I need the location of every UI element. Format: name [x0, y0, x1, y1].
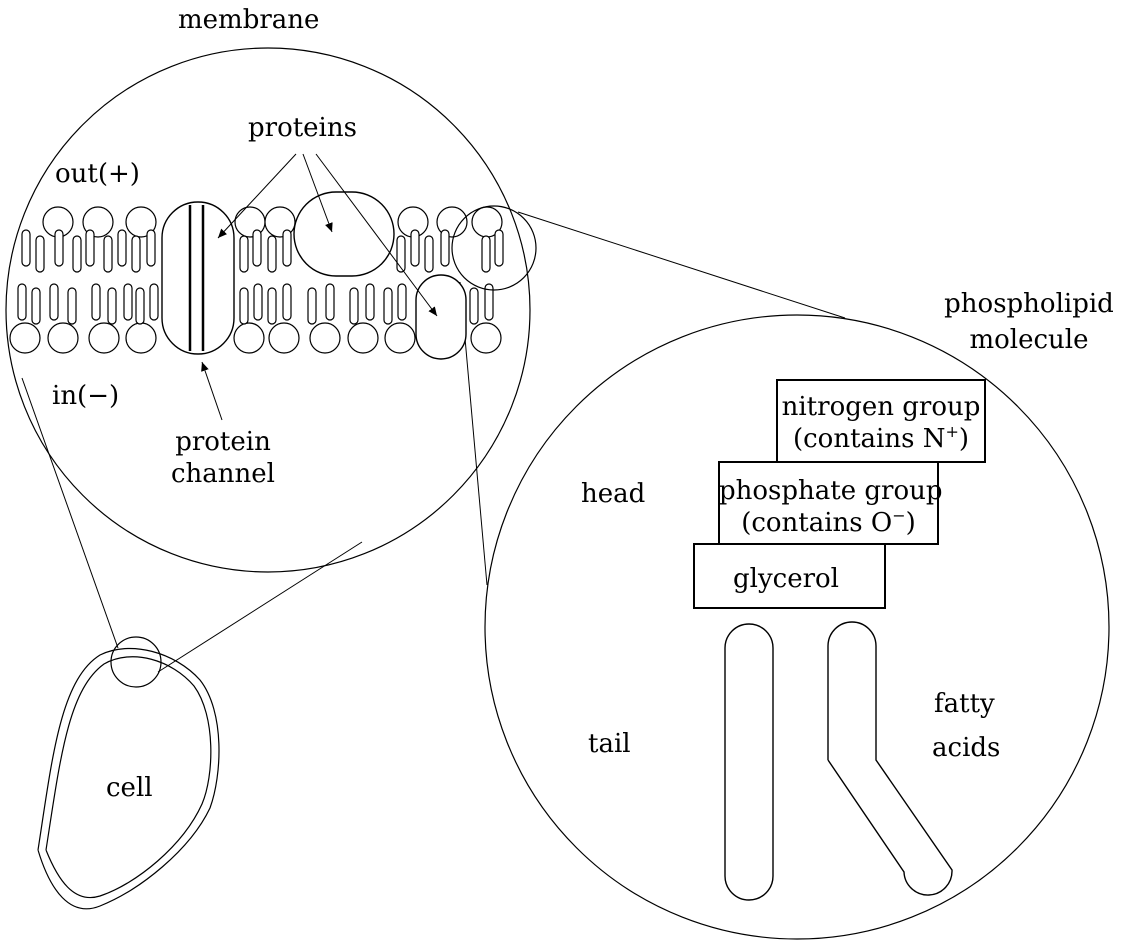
outer-protein — [293, 191, 395, 277]
protein-channel-arrow — [201, 361, 223, 421]
lipid-tail-upper — [239, 235, 249, 273]
phosphate-group-text: phosphate group (contains O−) — [719, 475, 943, 539]
glycerol-box — [693, 543, 886, 609]
lipid-tail-upper — [267, 235, 277, 273]
lipid-tail-lower — [325, 283, 335, 321]
lipid-tail-lower — [307, 287, 317, 325]
lipid-head-lower — [125, 322, 157, 354]
straight-tail — [724, 623, 774, 901]
glycerol-label: glycerol — [733, 564, 839, 594]
bent-tail — [827, 621, 953, 896]
proteins-label: proteins — [248, 113, 357, 143]
lipid-tail-lower — [149, 283, 159, 321]
nitrogen-line1: nitrogen group — [781, 392, 981, 422]
phosphate-line2: (contains O−) — [719, 507, 938, 539]
phosphate-line1: phosphate group — [719, 476, 943, 506]
lipid-tail-upper — [117, 229, 127, 267]
lipid-tail-upper — [103, 235, 113, 273]
lipid-tail-upper — [494, 229, 504, 267]
lipid-tail-lower — [31, 287, 41, 325]
lipid-tail-upper — [35, 235, 45, 273]
lipid-tail-lower — [123, 283, 133, 321]
phospholipid-zoom-circle — [484, 314, 1110, 940]
lipid-head-lower — [470, 322, 502, 354]
lipid-tail-upper — [21, 229, 31, 267]
lipid-tail-upper — [282, 229, 292, 267]
nitrogen-line2: (contains N+) — [777, 423, 985, 455]
lipid-tail-upper — [54, 229, 64, 267]
lipid-head-upper — [125, 206, 157, 238]
lipid-tail-lower — [135, 287, 145, 325]
lipid-tail-lower — [397, 283, 407, 321]
phosphate-line2-suffix: ) — [905, 508, 916, 538]
lipid-tail-upper — [252, 229, 262, 267]
lipid-bilayer — [9, 206, 504, 354]
lipid-tail-upper — [440, 229, 450, 267]
phospholipid-line2: molecule — [969, 325, 1089, 355]
cell-label: cell — [106, 773, 153, 803]
nitrogen-line2-prefix: (contains N — [792, 424, 946, 454]
lipid-tail-lower — [282, 283, 292, 321]
nitrogen-charge: + — [945, 422, 959, 441]
membrane-label: membrane — [178, 5, 320, 35]
lipid-head-lower — [9, 322, 41, 354]
lipid-tail-upper — [410, 229, 420, 267]
lipid-tail-lower — [469, 287, 479, 325]
lipid-tail-lower — [239, 287, 249, 325]
lipid-head-lower — [88, 322, 120, 354]
cell-zoom-circle — [110, 636, 162, 688]
lipid-tail-upper — [481, 235, 491, 273]
lipid-tail-lower — [253, 283, 263, 321]
protein-channel-line1: protein — [175, 427, 271, 457]
lipid-tail-lower — [383, 287, 393, 325]
lipid-tail-lower — [67, 287, 77, 325]
phosphate-group-box — [718, 461, 939, 545]
lipid-tail-lower — [107, 287, 117, 325]
phosphate-line2-prefix: (contains O — [741, 508, 893, 538]
phosphate-charge: − — [892, 506, 906, 525]
fatty-acids-line1: fatty — [934, 689, 995, 719]
tail-label: tail — [588, 729, 631, 759]
nitrogen-line2-suffix: ) — [958, 424, 970, 454]
phospholipid-molecule-label: phospholipid molecule — [938, 288, 1120, 356]
molecule-boxes — [693, 379, 986, 609]
lipid-tail-lower — [484, 283, 494, 321]
protein-channel-line2: channel — [171, 459, 275, 489]
fatty-acid-tails — [724, 621, 953, 901]
lipid-tail-upper — [85, 229, 95, 267]
lipid-tail-lower — [91, 283, 101, 321]
lipid-tail-upper — [396, 235, 406, 273]
lipid-head-lower — [47, 322, 79, 354]
in-label: in(−) — [52, 381, 120, 411]
lipid-tail-lower — [267, 287, 277, 325]
lipid-head-lower — [309, 322, 341, 354]
lipid-tail-lower — [365, 283, 375, 321]
lipid-tail-lower — [49, 283, 59, 321]
protein-channel — [161, 201, 235, 355]
head-label: head — [581, 479, 646, 509]
lipid-tail-upper — [424, 235, 434, 273]
phospholipid-highlight-circle — [451, 205, 537, 291]
lipid-tail-upper — [146, 229, 156, 267]
phospholipid-line1: phospholipid — [944, 289, 1114, 319]
lipid-head-lower — [268, 322, 300, 354]
lipid-tail-upper — [131, 235, 141, 273]
fatty-acids-line2: acids — [932, 733, 1001, 763]
lipid-head-lower — [384, 322, 416, 354]
lipid-tail-lower — [17, 283, 27, 321]
lipid-tail-upper — [72, 235, 82, 273]
inner-protein — [415, 274, 467, 360]
cell-outline — [37, 647, 220, 910]
nitrogen-group-text: nitrogen group (contains N+) — [777, 391, 985, 455]
lipid-head-lower — [347, 322, 379, 354]
lipid-tail-lower — [349, 287, 359, 325]
protein-arrows — [217, 153, 438, 317]
membrane-zoom-circle — [5, 47, 531, 573]
out-label: out(+) — [55, 159, 140, 189]
protein-channel-label: protein channel — [168, 426, 278, 490]
lipid-head-lower — [233, 322, 265, 354]
